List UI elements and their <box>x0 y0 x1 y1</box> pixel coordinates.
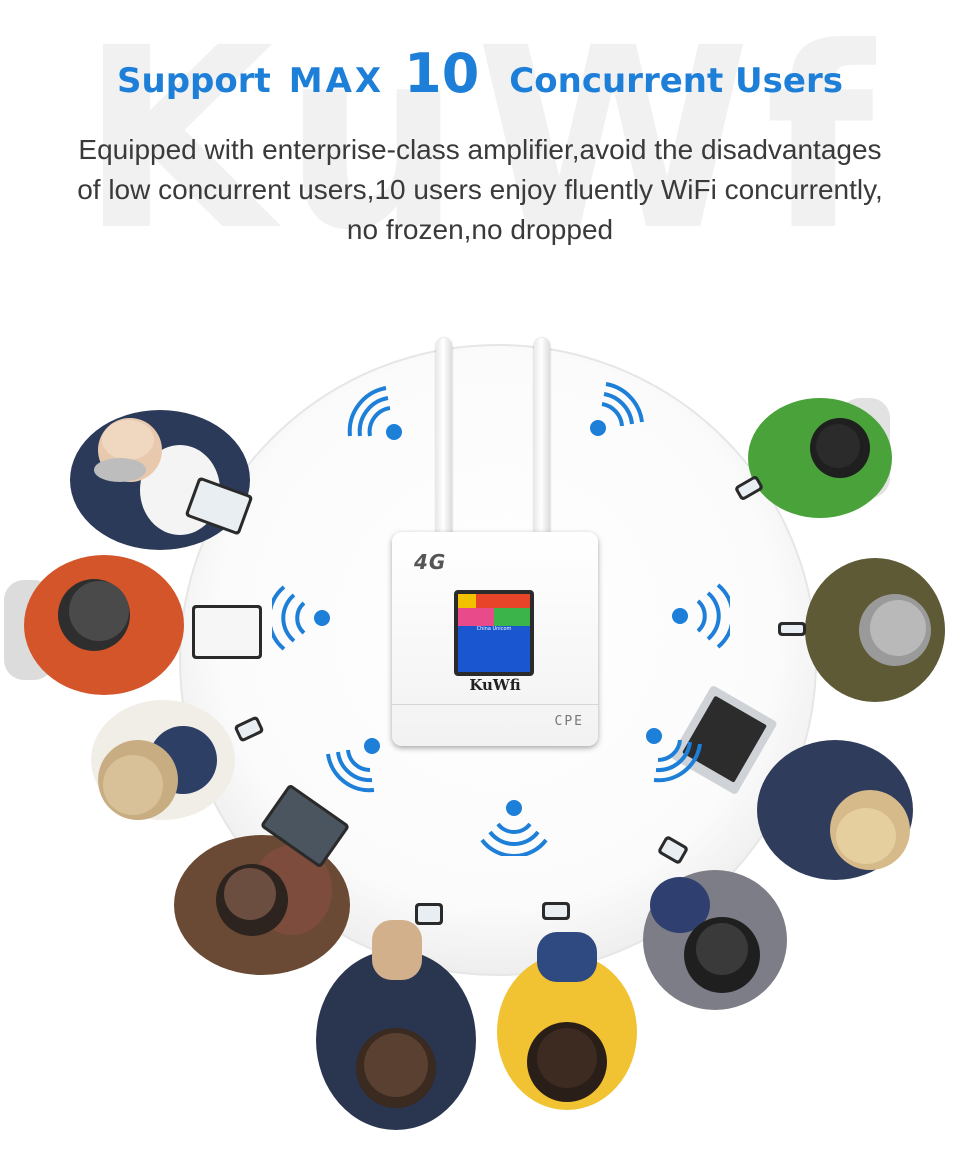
tablet-device <box>192 605 262 659</box>
headline-number: 10 <box>404 42 480 105</box>
router-antenna-left <box>436 338 452 548</box>
router-brand: KuWfi <box>469 676 521 694</box>
description-line-3: no frozen,no dropped <box>346 214 614 245</box>
wifi-icon <box>582 376 652 446</box>
description-line-2: of low concurrent users,10 users enjoy f… <box>77 174 883 205</box>
description-line-1: Equipped with enterprise-class amplifier… <box>78 134 882 165</box>
user-5 <box>312 890 480 1130</box>
headline-concurrent-users: Concurrent Users <box>509 61 843 101</box>
user-2 <box>4 545 204 715</box>
router-divider <box>392 704 598 705</box>
brand-watermark: KuWfi <box>80 20 900 260</box>
wifi-icon <box>636 720 706 790</box>
phone-device <box>778 622 806 636</box>
user-10 <box>740 388 900 538</box>
router-screen-operator: China Unicom <box>458 626 530 672</box>
headline: Support MAX 10 Concurrent Users <box>0 42 960 105</box>
user-6 <box>492 912 642 1122</box>
user-7 <box>630 845 790 1015</box>
user-9 <box>800 550 950 710</box>
user-8 <box>750 720 920 900</box>
user-3 <box>68 690 238 850</box>
wifi-icon <box>664 583 730 649</box>
wifi-icon <box>340 382 410 452</box>
headline-support: Support <box>117 61 271 101</box>
description: Equipped with enterprise-class amplifier… <box>40 130 920 250</box>
wifi-icon <box>476 796 552 856</box>
phone-device <box>415 903 443 925</box>
user-4 <box>172 810 352 980</box>
phone-device <box>542 902 570 920</box>
router-lcd-screen: China Unicom <box>454 590 534 676</box>
headline-max: MAX <box>288 61 385 101</box>
router-4g-label: 4G <box>414 550 447 574</box>
router-cpe-label: CPE <box>554 714 584 729</box>
router-antenna-right <box>534 338 550 548</box>
router-body: 4G China Unicom KuWfi CPE <box>392 532 598 746</box>
wifi-icon <box>322 732 392 802</box>
wifi-icon <box>272 585 338 651</box>
router-device: 4G China Unicom KuWfi CPE <box>392 532 598 746</box>
user-1 <box>50 360 250 570</box>
